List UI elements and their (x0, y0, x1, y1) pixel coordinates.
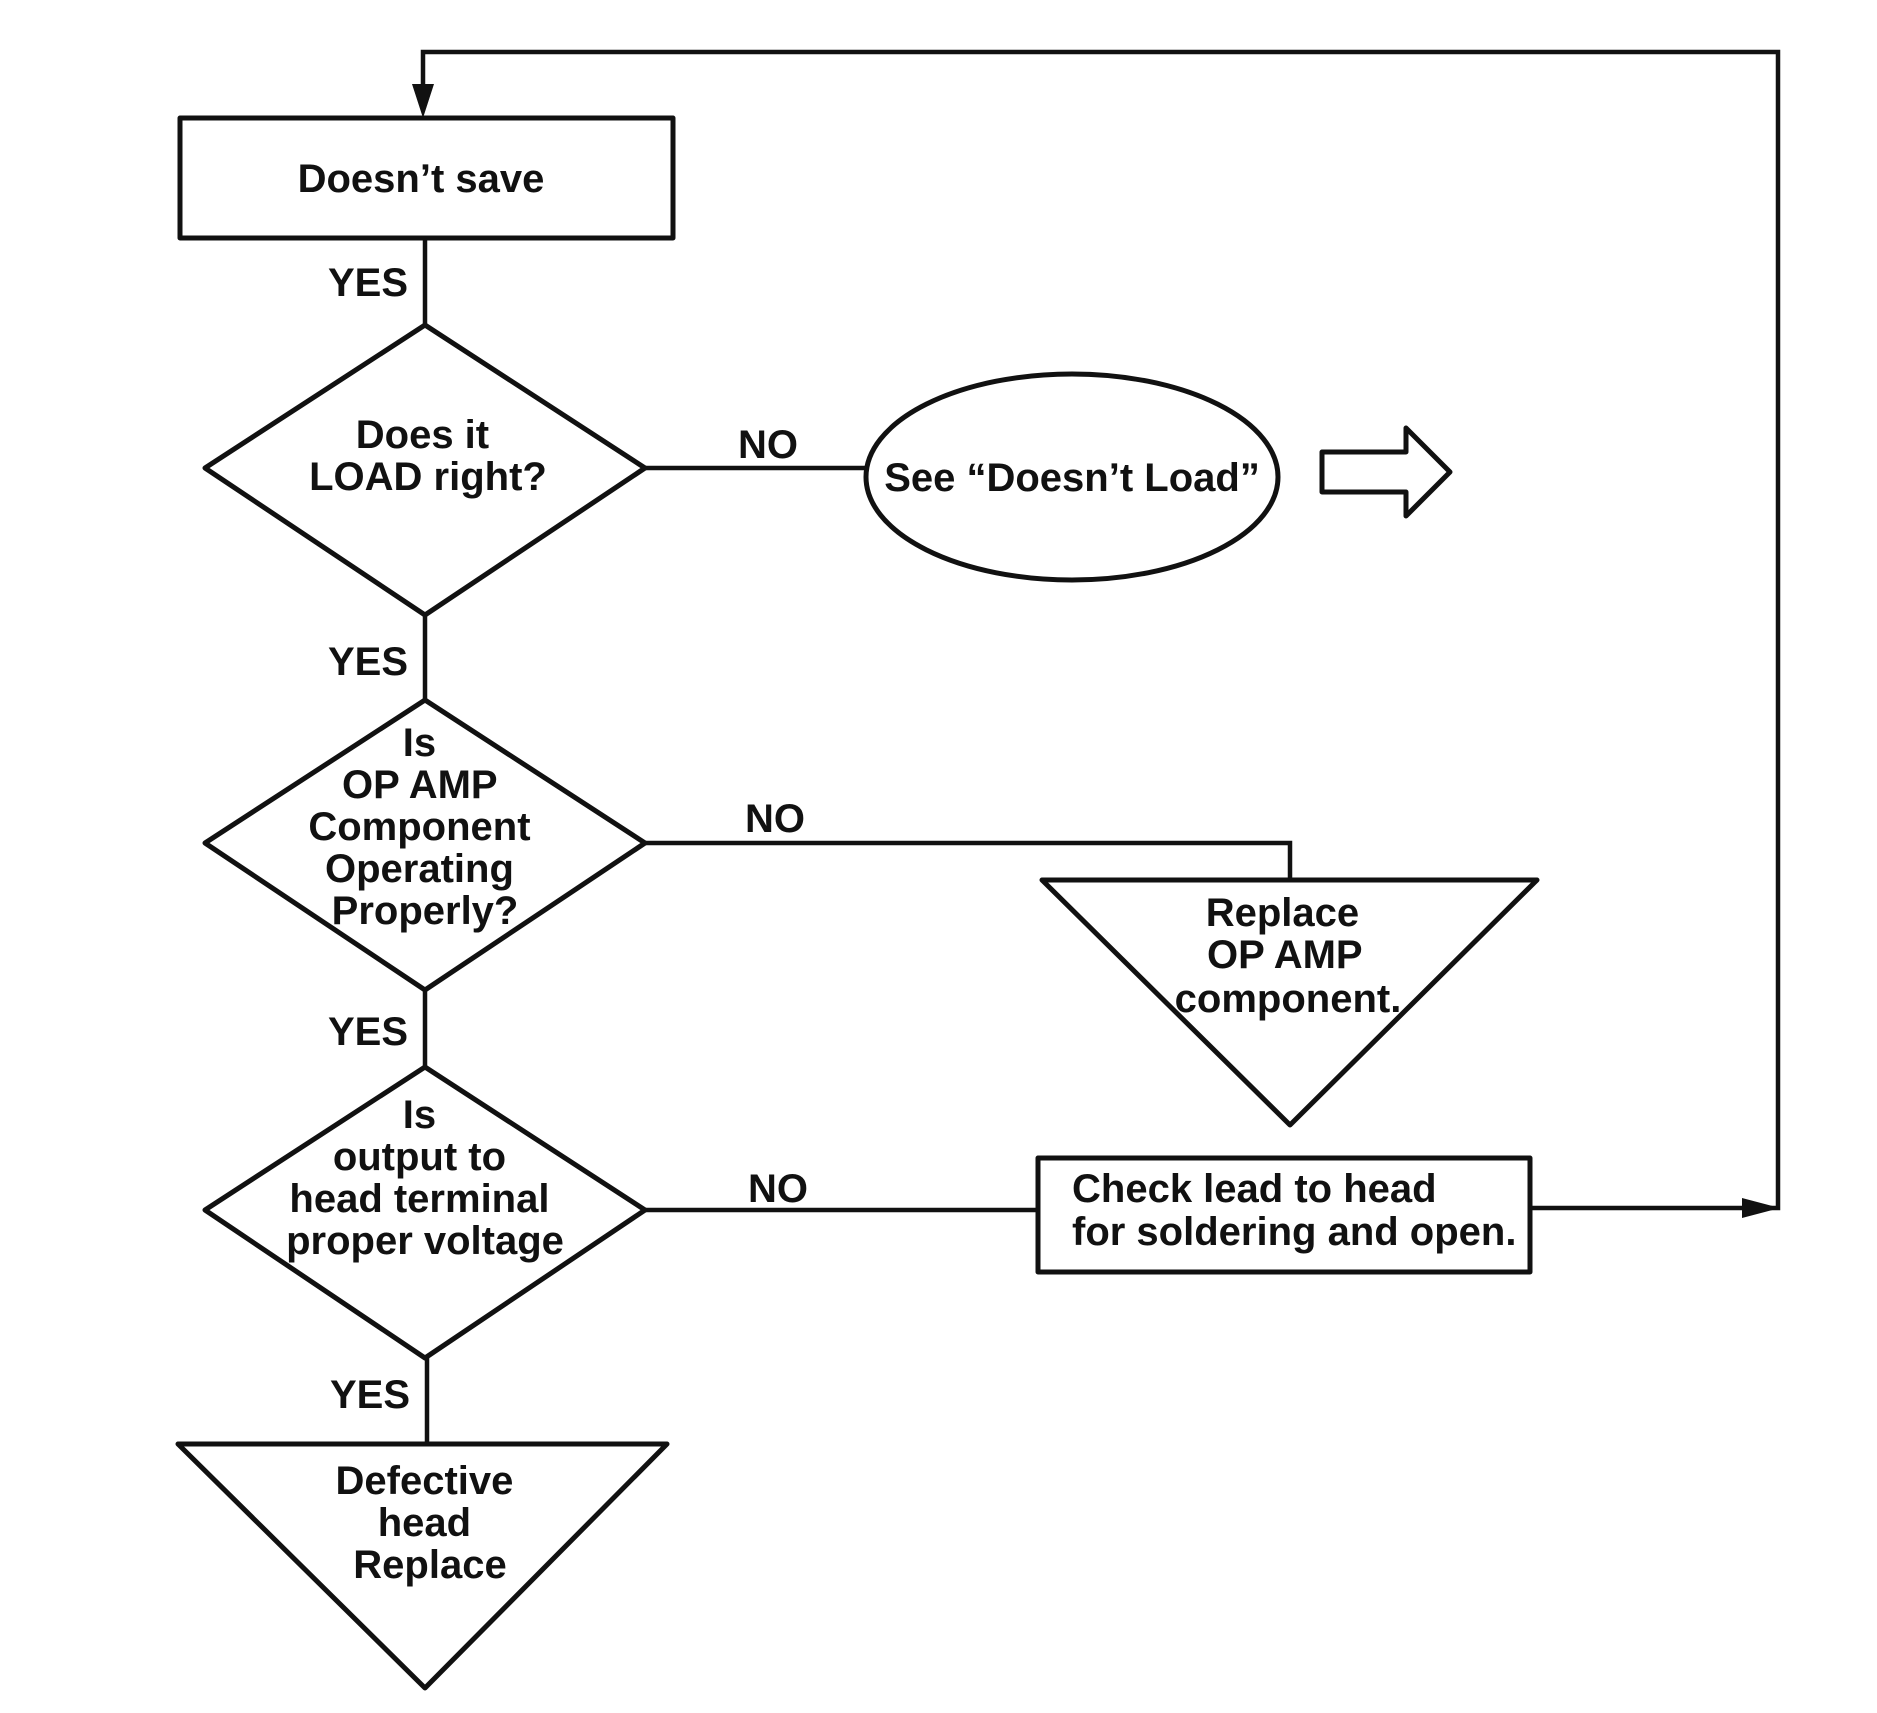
decision-opamp-operating: Is OP AMP Component Operating Properly? (202, 697, 648, 993)
edge-label-yes-3: YES (328, 1010, 408, 1054)
node-defective-head-label: Defective head Replace (336, 1459, 525, 1587)
connector-check-loop-back (420, 49, 1781, 1211)
edge-label-yes-1: YES (328, 261, 408, 305)
node-check-lead: Check lead to head for soldering and ope… (1035, 1155, 1533, 1275)
edge-label-yes-2: YES (328, 640, 408, 684)
edge-label-no-3: NO (748, 1167, 808, 1211)
node-replace-opamp-label: Replace OP AMP component. (1175, 891, 1402, 1021)
edge-label-yes-4: YES (330, 1373, 410, 1417)
node-doesnt-save: Doesn’t save (177, 115, 676, 241)
decision-opamp-operating-label: Is OP AMP Component Operating Properly? (308, 721, 541, 933)
node-see-doesnt-load: See “Doesn’t Load” (863, 371, 1281, 583)
decision-load-right-label: Does it LOAD right? (309, 413, 547, 499)
decision-load-right: Does it LOAD right? (202, 322, 648, 618)
decision-output-voltage-label: Is output to head terminal proper voltag… (286, 1093, 564, 1263)
decision-output-voltage: Is output to head terminal proper voltag… (202, 1064, 648, 1361)
arrowhead-into-start (412, 84, 434, 118)
node-doesnt-save-label: Doesn’t save (298, 157, 545, 201)
arrowhead-loop-return (1742, 1198, 1780, 1218)
edge-label-no-1: NO (738, 423, 798, 467)
edge-label-no-2: NO (745, 797, 805, 841)
off-page-arrow-icon (1319, 425, 1453, 519)
connector-opamp-to-replace (645, 840, 1293, 880)
node-check-lead-label: Check lead to head for soldering and ope… (1072, 1167, 1516, 1254)
node-defective-head: Defective head Replace (175, 1441, 670, 1691)
node-see-doesnt-load-label: See “Doesn’t Load” (884, 456, 1260, 500)
node-replace-opamp: Replace OP AMP component. (1039, 877, 1540, 1128)
